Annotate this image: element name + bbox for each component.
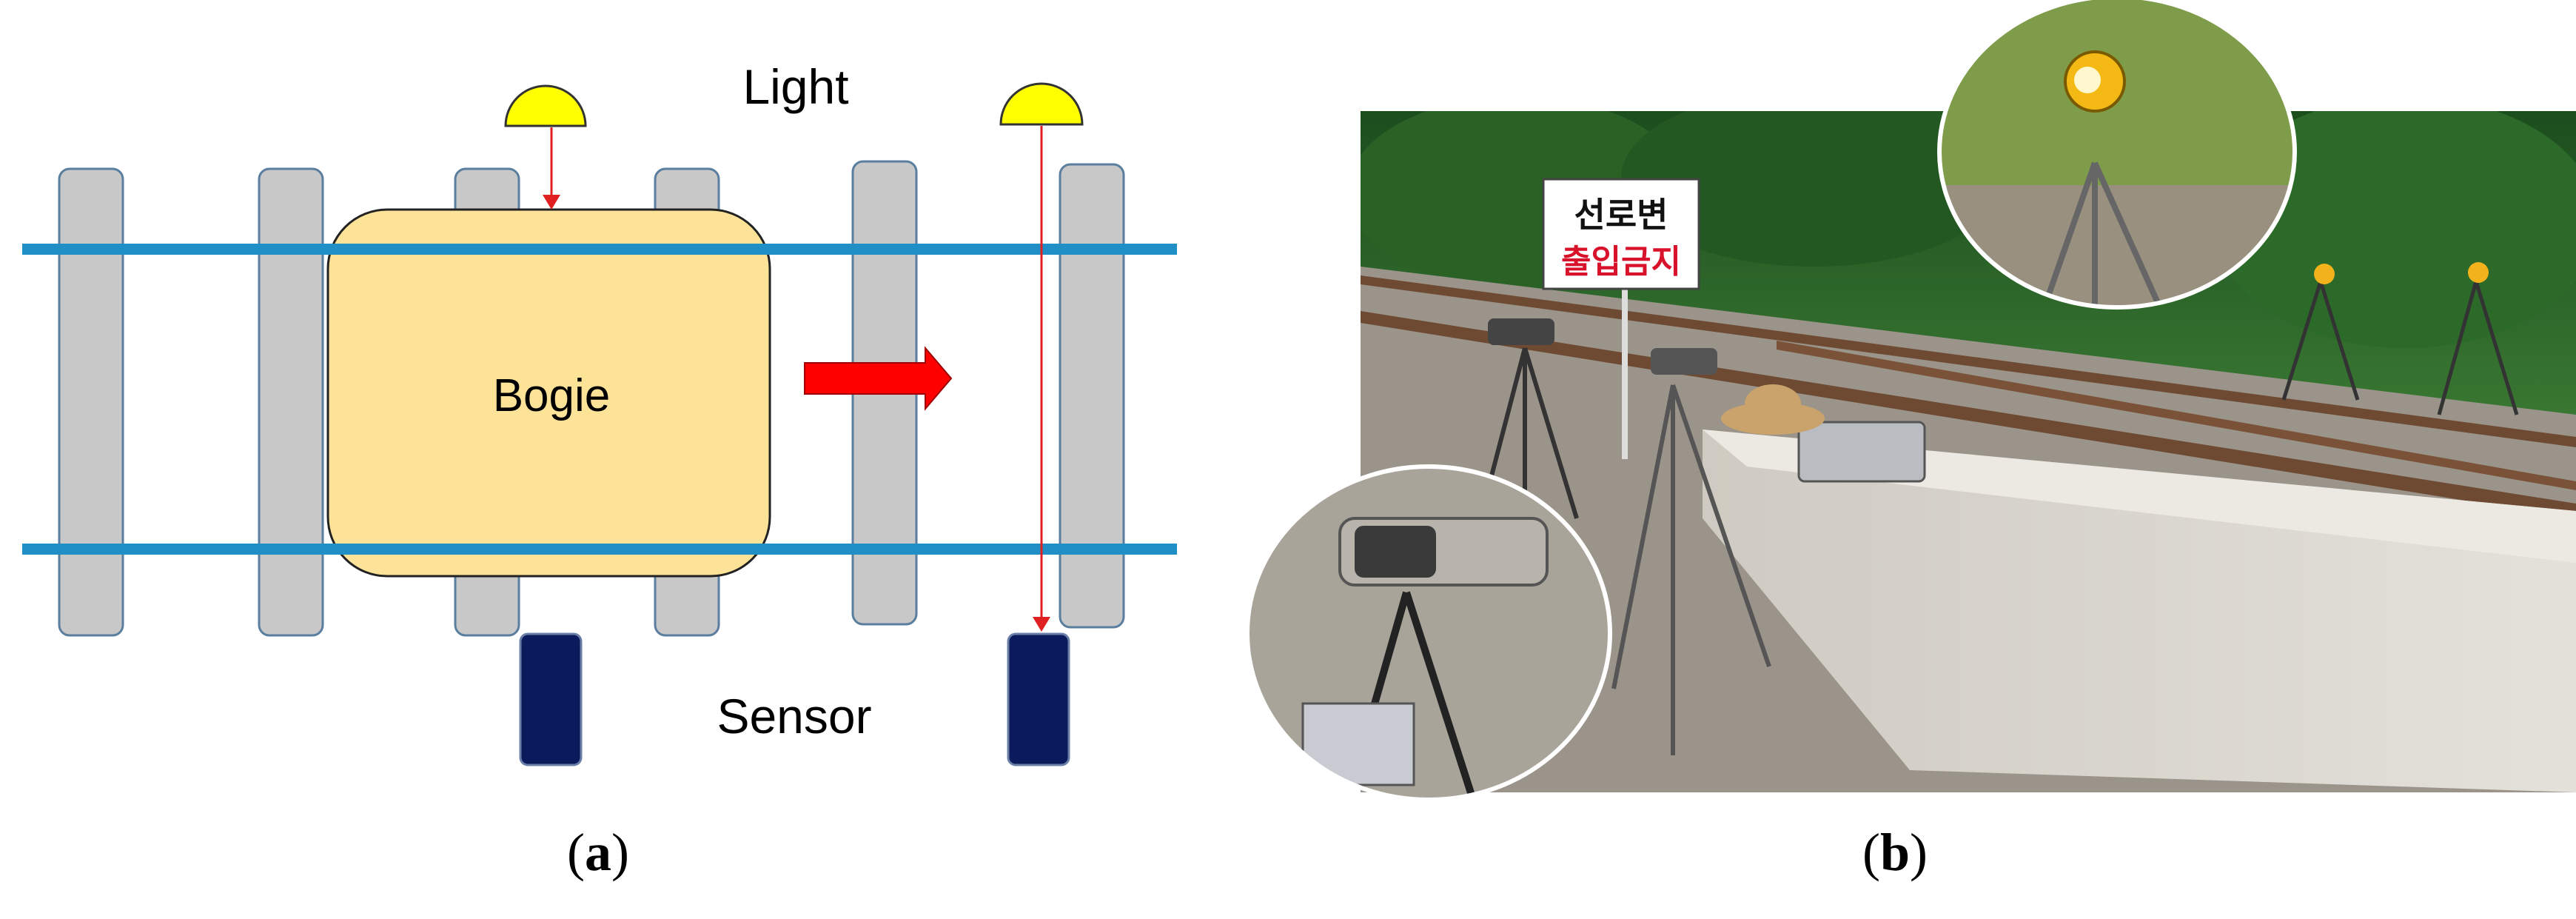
photo-rail-3 xyxy=(1777,341,2576,490)
bogie-label: Bogie xyxy=(493,370,611,421)
sensor-head-left xyxy=(1488,318,1554,345)
tripod-far-2 xyxy=(2437,281,2519,415)
tree-cluster xyxy=(2213,111,2576,348)
beam-right-head xyxy=(1033,617,1050,632)
lamp-far-1 xyxy=(2314,264,2335,284)
sleeper xyxy=(58,167,124,637)
panel-b-photo: 선로변 출입금지 xyxy=(1245,0,2576,802)
sign-line2: 출입금지 xyxy=(1561,243,1681,281)
panel-a-diagram: Bogie Light Sensor xyxy=(22,59,1177,766)
light-left xyxy=(504,84,587,127)
sleeper xyxy=(1059,163,1125,629)
inset-sensor xyxy=(1245,464,1612,802)
bogie xyxy=(326,208,771,578)
inset-lamp xyxy=(1937,0,2297,310)
tree-cluster xyxy=(1621,111,2006,267)
sensor-left xyxy=(519,632,583,766)
sensor-head-right xyxy=(1651,348,1717,375)
photo-rail-far xyxy=(1361,275,2576,447)
rail-top xyxy=(22,244,1177,255)
rail-bottom xyxy=(22,544,1177,555)
light-right xyxy=(999,82,1084,126)
caption-a-letter: a xyxy=(585,823,611,882)
warning-sign xyxy=(1542,178,1700,290)
caption-b: (b) xyxy=(1862,823,1928,882)
caption-a: (a) xyxy=(567,823,629,882)
direction-arrow xyxy=(804,346,953,411)
equipment-case xyxy=(1797,421,1926,483)
sleeper xyxy=(258,167,324,637)
lamp-far-2 xyxy=(2468,262,2489,283)
sensor-right xyxy=(1007,632,1070,766)
straw-hat-crown xyxy=(1745,384,1801,423)
light-label: Light xyxy=(742,59,848,114)
caption-b-letter: b xyxy=(1879,823,1911,882)
tripod-far-1 xyxy=(2281,281,2360,401)
beam-left-head xyxy=(543,195,560,210)
sign-line1: 선로변 xyxy=(1574,195,1668,235)
sensor-label: Sensor xyxy=(717,689,871,743)
tripod-right xyxy=(1611,384,1771,755)
